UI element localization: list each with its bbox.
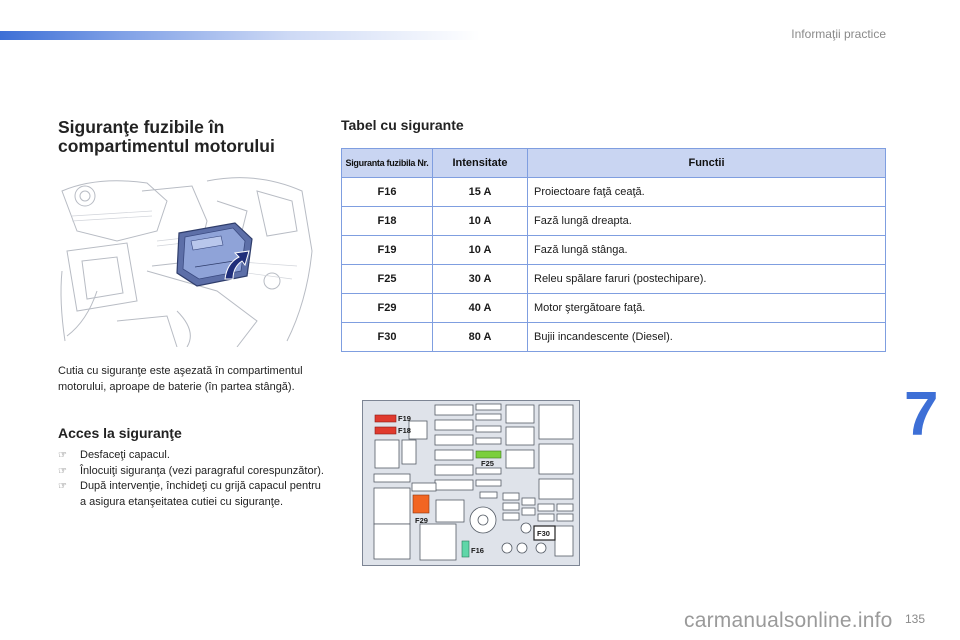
- pointing-hand-icon: ☞: [58, 450, 67, 461]
- table-row: F30 80 A Bujii incandescente (Diesel).: [341, 322, 886, 352]
- fuse-number: F19: [341, 235, 433, 265]
- page-number: 135: [905, 612, 926, 626]
- list-item: ☞Înlocuiţi siguranţa (vezi paragraful co…: [58, 464, 328, 480]
- table-row: F29 40 A Motor ştergătoare faţă.: [341, 293, 886, 323]
- label-f29: F29: [415, 516, 428, 525]
- table-row: F16 15 A Proiectoare faţă ceaţă.: [341, 177, 886, 207]
- fuse-amperage: 40 A: [432, 293, 528, 323]
- label-f19: F19: [398, 414, 411, 423]
- list-item: ☞Desfaceţi capacul.: [58, 448, 328, 464]
- fuse-f30-box: [533, 525, 556, 541]
- fuse-f18: [374, 426, 397, 435]
- watermark: carmanualsonline.info: [684, 609, 893, 632]
- fuse-amperage: 10 A: [432, 235, 528, 265]
- pointing-hand-icon: ☞: [58, 465, 67, 477]
- fuse-function: Fază lungă stânga.: [527, 235, 886, 265]
- column-header-fuse-number: Siguranta fuzibila Nr.: [341, 148, 433, 178]
- table-row: F19 10 A Fază lungă stânga.: [341, 235, 886, 265]
- pointing-hand-icon: ☞: [58, 481, 67, 492]
- arrow-up-icon: [224, 250, 250, 280]
- label-f18: F18: [398, 426, 411, 435]
- fuse-function: Fază lungă dreapta.: [527, 206, 886, 236]
- table-header-row: Siguranta fuzibila Nr. Intensitate Funct…: [341, 148, 886, 178]
- fuse-function: Motor ştergătoare faţă.: [527, 293, 886, 323]
- fuse-f19: [374, 414, 397, 423]
- fuse-amperage: 80 A: [432, 322, 528, 352]
- fuse-amperage: 15 A: [432, 177, 528, 207]
- fuse-function: Proiectoare faţă ceaţă.: [527, 177, 886, 207]
- list-item: ☞După intervenţie, închideţi cu grijă ca…: [58, 480, 321, 508]
- table-row: F25 30 A Releu spălare faruri (postechip…: [341, 264, 886, 294]
- header-gradient-bar: [0, 31, 480, 40]
- access-steps-list: ☞Desfaceţi capacul. ☞Înlocuiţi siguranţa…: [58, 448, 328, 510]
- fuse-f25: [475, 450, 502, 459]
- column-header-intensity: Intensitate: [432, 148, 528, 178]
- fuse-function: Bujii incandescente (Diesel).: [527, 322, 886, 352]
- page-title: Siguranţe fuzibile în compartimentul mot…: [58, 117, 275, 156]
- fuse-number: F25: [341, 264, 433, 294]
- acces-heading: Acces la siguranţe: [58, 425, 182, 441]
- fuse-amperage: 10 A: [432, 206, 528, 236]
- fuse-function: Releu spălare faruri (postechipare).: [527, 264, 886, 294]
- fuse-amperage: 30 A: [432, 264, 528, 294]
- fuse-table: Siguranta fuzibila Nr. Intensitate Funct…: [341, 148, 886, 352]
- fuse-number: F29: [341, 293, 433, 323]
- label-f30: F30: [537, 529, 550, 538]
- label-f16: F16: [471, 546, 484, 555]
- chapter-number: 7: [904, 380, 939, 449]
- label-f25: F25: [481, 459, 494, 468]
- engine-compartment-illustration: [57, 171, 317, 347]
- fuse-number: F16: [341, 177, 433, 207]
- fuse-number: F18: [341, 206, 433, 236]
- fuse-number: F30: [341, 322, 433, 352]
- table-row: F18 10 A Fază lungă dreapta.: [341, 206, 886, 236]
- column-header-functions: Functii: [527, 148, 886, 178]
- fuse-box-diagram: F19 F18 F25 F29 F16 F30: [362, 400, 580, 566]
- table-title: Tabel cu sigurante: [341, 117, 464, 133]
- fuse-f16: [461, 540, 470, 558]
- fuse-f29: [412, 494, 430, 514]
- fuse-box-location-text: Cutia cu siguranţe este aşezată în compa…: [58, 365, 303, 393]
- section-title: Informaţii practice: [791, 27, 886, 41]
